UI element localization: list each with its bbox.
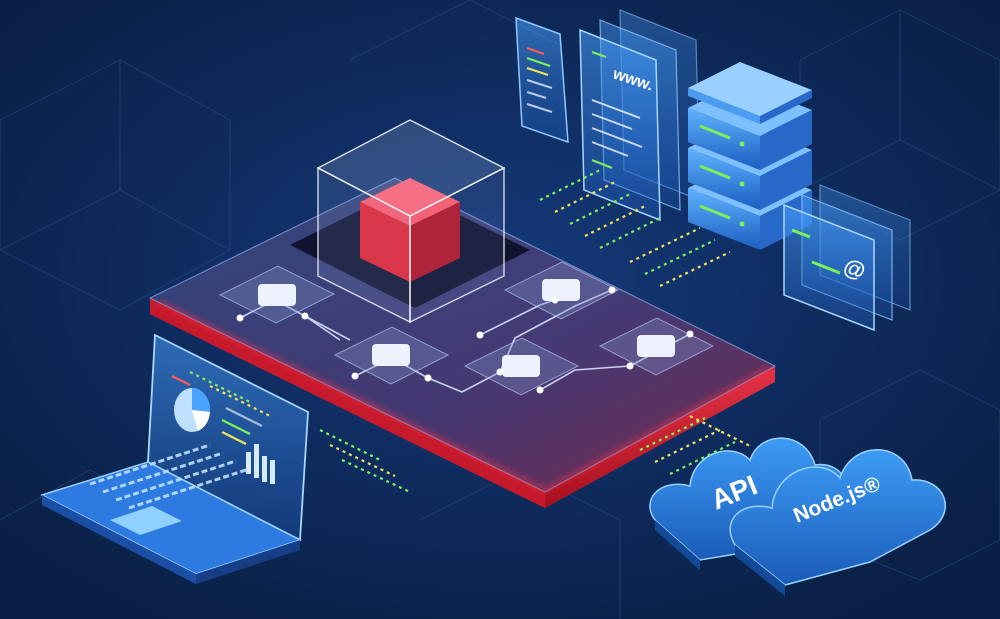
chip-node [333,326,450,385]
chip-node [503,261,620,320]
cube-icon [316,119,506,324]
bar-chart-icon [246,444,275,484]
chip-nodes [218,261,715,396]
server-stack-icon [688,62,812,250]
email-card-icon: @ [783,184,911,332]
data-flow-arrows [189,169,751,493]
chip-node [218,265,336,324]
server-top [688,62,812,124]
phone-icon [515,16,569,144]
document-icon: www. [579,9,701,222]
pie-chart-icon [174,387,211,432]
platform [148,177,777,508]
chip-node [463,337,580,396]
chip-node [598,317,715,376]
laptop-icon [40,333,309,584]
cloud-icon: Node.js® [729,449,947,596]
